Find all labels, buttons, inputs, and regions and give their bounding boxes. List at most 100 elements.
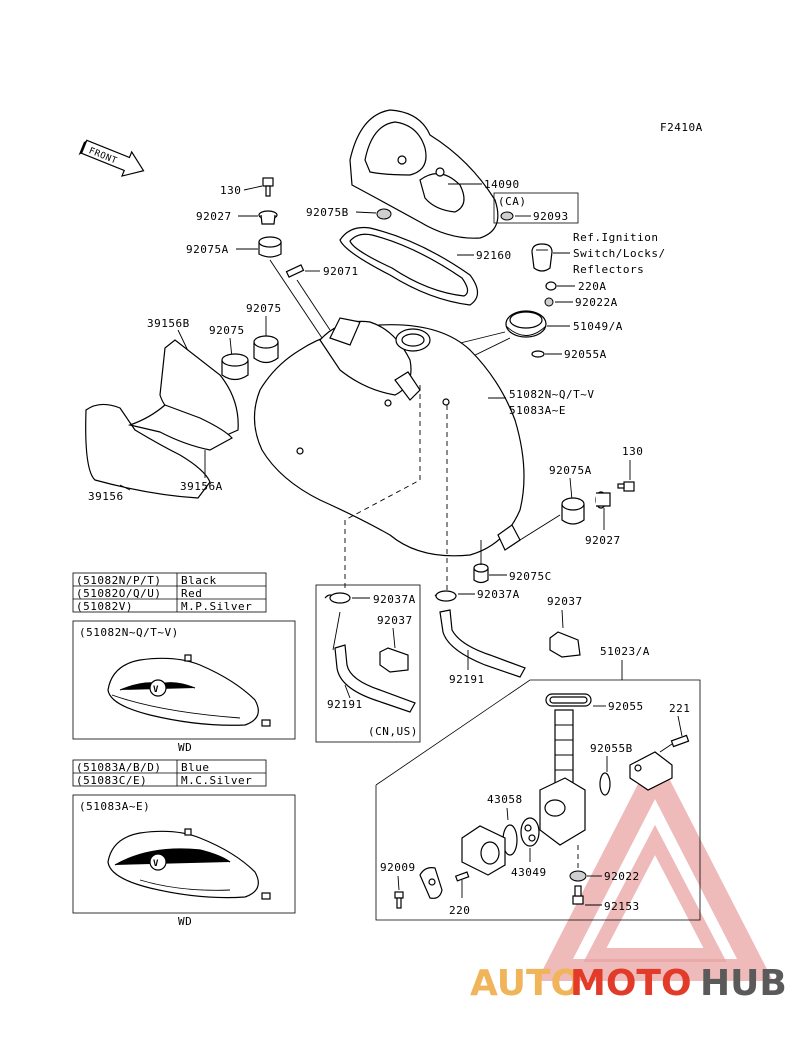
label-92027-top: 92027 [196, 210, 232, 223]
label-92075C: 92075C [509, 570, 552, 583]
clamp-92037-right [549, 631, 581, 658]
label-220: 220 [449, 904, 470, 917]
label-51049A: 51049/A [573, 320, 623, 333]
label-43058: 43058 [487, 793, 523, 806]
watermark-moto: MOTO [570, 963, 692, 1004]
fuel-tank [253, 317, 525, 557]
ca-box [493, 192, 579, 224]
damper-92075-left [221, 353, 249, 381]
label-92075A-right: 92075A [549, 464, 592, 477]
damper-92075A-top [258, 236, 282, 258]
label-cn-us: (CN,US) [368, 725, 418, 738]
inset2-title: (51083A~E) [79, 800, 150, 813]
table1-row1-color: Black [181, 574, 217, 587]
label-92191-left: 92191 [327, 698, 363, 711]
table1-row3-code: (51082V) [76, 600, 133, 613]
side-cover-39156 [85, 403, 211, 499]
fuel-cock-body [539, 709, 586, 846]
label-92027-right: 92027 [585, 534, 621, 547]
cover-plate [629, 751, 673, 791]
label-39156B: 39156B [147, 317, 190, 330]
label-92075A-top: 92075A [186, 243, 229, 256]
table2-row1-color: Blue [181, 761, 210, 774]
damper-92075-mid [253, 335, 279, 364]
label-92037A-right: 92037A [477, 588, 520, 601]
watermark-triangle-icon [536, 750, 774, 981]
figure-code: F2410A [660, 121, 703, 134]
label-ref-line2: Switch/Locks/ [573, 247, 666, 260]
label-92009: 92009 [380, 861, 416, 874]
label-51083: 51083A~E [509, 404, 566, 417]
inset2-caption: WD [178, 915, 192, 928]
table1-row2-color: Red [181, 587, 202, 600]
table2-row1-code: (51083A/B/D) [76, 761, 161, 774]
label-43049: 43049 [511, 866, 547, 879]
label-92071: 92071 [323, 265, 359, 278]
inset-tank-1: (51082N~Q/T~V) V [72, 620, 296, 740]
lever-92009 [419, 867, 443, 899]
label-92075-mid: 92075 [246, 302, 282, 315]
label-92037A-left: 92037A [373, 593, 416, 606]
screw-220A [545, 281, 557, 291]
bolt-130-right [617, 481, 635, 492]
label-51082: 51082N~Q/T~V [509, 388, 594, 401]
label-92037-right: 92037 [547, 595, 583, 608]
label-92075-left: 92075 [209, 324, 245, 337]
table1-row3-color: M.P.Silver [181, 600, 252, 613]
screw-220 [454, 871, 470, 882]
label-92037-left: 92037 [377, 614, 413, 627]
nut-92093 [500, 211, 514, 221]
label-92191-right: 92191 [449, 673, 485, 686]
label-92055A: 92055A [564, 348, 607, 361]
logo-mark-2: V [153, 859, 159, 869]
fuel-cap-51049A [505, 310, 547, 338]
hose-92191-right [439, 609, 526, 678]
meter-cover-14090 [349, 109, 499, 239]
table2-row2-color: M.C.Silver [181, 774, 252, 787]
bolt-130-top [262, 177, 274, 197]
label-92055B: 92055B [590, 742, 633, 755]
screw-92009 [394, 891, 404, 909]
table1-row1-code: (51082N/P/T) [76, 574, 161, 587]
label-51023A: 51023/A [600, 645, 650, 658]
inset1-title: (51082N~Q/T~V) [79, 626, 179, 639]
clamp-92037A-right [434, 590, 457, 602]
grommet-92075B [376, 208, 392, 220]
washer-92022 [569, 870, 587, 882]
color-table-1: (51082N/P/T) Black (51082O/Q/U) Red (510… [72, 572, 267, 613]
inset1-caption: WD [178, 741, 192, 754]
watermark-logo: AUTO MOTO HUB [470, 963, 787, 1004]
color-table-2: (51083A/B/D) Blue (51083C/E) M.C.Silver [72, 759, 267, 787]
inset-tank-2: (51083A~E) V [72, 794, 296, 914]
label-92160: 92160 [476, 249, 512, 262]
screw-221 [670, 734, 690, 748]
label-130-top: 130 [220, 184, 241, 197]
damper-92075A-right [561, 497, 585, 525]
watermark-hub: HUB [700, 963, 787, 1004]
label-92022: 92022 [604, 870, 640, 883]
gasket-92055 [545, 693, 592, 707]
fuel-cock-box [375, 679, 701, 921]
label-92075B: 92075B [306, 206, 349, 219]
label-220A: 220A [578, 280, 607, 293]
label-39156: 39156 [88, 490, 124, 503]
collar-92027-top [258, 210, 278, 225]
label-14090: 14090 [484, 178, 520, 191]
gasket-43049 [520, 817, 540, 847]
lever-plate [461, 825, 506, 876]
label-92022A: 92022A [575, 296, 618, 309]
label-130-right: 130 [622, 445, 643, 458]
collar-92027-right [595, 491, 611, 509]
label-221: 221 [669, 702, 690, 715]
clamp-92037-left [379, 647, 409, 673]
side-pad-39156A [127, 404, 233, 451]
logo-mark-1: V [153, 685, 159, 695]
washer-92022A [544, 297, 554, 307]
gasket-92160 [339, 226, 479, 306]
table1-row2-code: (51082O/Q/U) [76, 587, 161, 600]
clip-92071 [285, 264, 305, 278]
label-ref-line3: Reflectors [573, 263, 644, 276]
ignition-switch-ref [531, 243, 553, 272]
front-arrow-icon: FRONT [78, 139, 145, 177]
